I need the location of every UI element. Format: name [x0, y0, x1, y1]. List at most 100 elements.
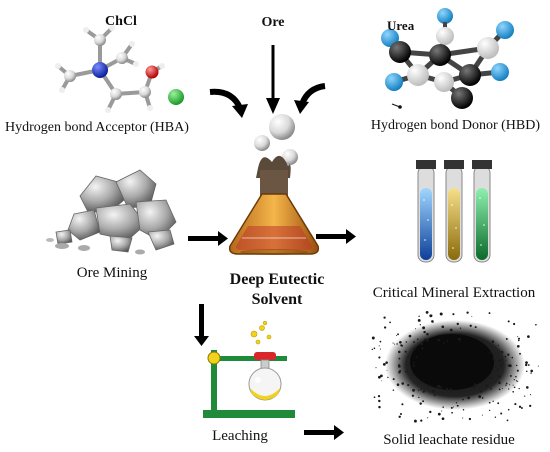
residue-speck [371, 336, 375, 340]
residue-speck [449, 388, 453, 392]
residue-speck [497, 344, 499, 346]
residue-speck [418, 396, 420, 399]
residue-speck [481, 397, 484, 399]
arrow-hba-curved [209, 88, 248, 118]
residue-speck [518, 387, 520, 390]
residue-speck [420, 388, 422, 391]
residue-speck [392, 389, 395, 391]
label-hbd: Hydrogen bond Donor (HBD) [371, 118, 540, 133]
residue-speck [492, 358, 494, 360]
residue-speck [415, 356, 418, 358]
residue-speck [378, 375, 381, 379]
residue-speck [489, 409, 491, 412]
residue-speck [537, 365, 539, 367]
residue-speck [422, 391, 424, 393]
residue-speck [504, 355, 507, 358]
residue-speck [500, 377, 502, 378]
label-hba: Hydrogen bond Acceptor (HBA) [5, 120, 189, 135]
residue-speck [519, 352, 521, 355]
residue-speck [427, 417, 429, 419]
residue-speck [436, 385, 439, 388]
residue-speck [378, 399, 381, 403]
residue-speck [479, 389, 481, 391]
arrow-ore-down [266, 45, 280, 114]
residue-speck [520, 407, 523, 409]
residue-speck [452, 406, 454, 408]
residue-speck [413, 347, 416, 351]
label-critical-mineral-extraction: Critical Mineral Extraction [373, 285, 536, 301]
residue-speck [517, 339, 520, 342]
residue-speck [459, 327, 462, 329]
residue-speck [456, 322, 460, 326]
residue-speck [392, 342, 394, 344]
residue-speck [398, 350, 401, 354]
residue-speck [499, 350, 501, 352]
residue-speck [515, 380, 518, 382]
label-ore: Ore [261, 15, 284, 30]
residue-speck [501, 387, 503, 389]
urea-molecule-icon [381, 8, 514, 109]
label-des-line2: Solvent [252, 291, 303, 308]
label-chcl: ChCl [105, 14, 137, 29]
residue-speck [378, 345, 380, 347]
residue-speck [494, 380, 496, 382]
residue-speck [419, 402, 422, 405]
residue-speck [488, 312, 491, 315]
residue-speck [378, 405, 381, 409]
residue-speck [449, 328, 453, 332]
residue-speck [505, 338, 508, 340]
residue-speck [462, 409, 465, 411]
residue-speck [411, 394, 415, 397]
residue-speck [515, 375, 517, 378]
residue-speck [383, 326, 387, 329]
residue-speck [441, 410, 443, 412]
residue-speck [474, 326, 477, 329]
residue-speck [433, 394, 436, 397]
residue-speck [385, 361, 388, 364]
arrow-hbd-curved [294, 83, 326, 114]
residue-speck [398, 370, 401, 374]
label-leaching: Leaching [212, 428, 268, 444]
residue-speck [512, 390, 515, 393]
residue-speck [389, 321, 391, 324]
residue-speck [472, 385, 476, 389]
residue-speck [497, 402, 500, 405]
residue-speck [480, 390, 483, 393]
residue-speck [458, 337, 461, 341]
residue-speck [500, 412, 503, 415]
residue-speck [426, 332, 429, 336]
residue-speck [407, 384, 410, 387]
label-urea: Urea [387, 18, 415, 33]
residue-speck [456, 404, 459, 407]
residue-speck [481, 414, 483, 416]
residue-speck [535, 323, 537, 326]
residue-speck [505, 382, 508, 385]
arrow-flask-to-extraction [316, 229, 356, 244]
arrow-leaching-to-residue [304, 425, 344, 440]
residue-speck [524, 395, 526, 397]
residue-speck [451, 411, 453, 414]
residue-speck [375, 367, 377, 369]
label-solid-leachate-residue: Solid leachate residue [383, 432, 515, 448]
residue-speck [427, 384, 431, 388]
bubbles-icon [254, 114, 298, 165]
residue-speck [379, 340, 382, 343]
residue-speck [473, 383, 477, 386]
conical-flask-icon [228, 155, 320, 255]
residue-speck [437, 339, 440, 342]
residue-speck [515, 364, 518, 367]
residue-speck [396, 343, 398, 345]
residue-speck [457, 333, 460, 335]
residue-speck [422, 326, 426, 330]
residue-speck [396, 383, 400, 386]
residue-speck [488, 401, 491, 404]
residue-speck [419, 324, 421, 326]
residue-pile-icon [371, 310, 539, 423]
residue-speck [423, 330, 426, 334]
residue-speck [462, 398, 464, 401]
residue-speck [432, 321, 434, 323]
residue-speck [411, 373, 415, 376]
residue-speck [377, 394, 381, 398]
residue-speck [525, 361, 528, 364]
